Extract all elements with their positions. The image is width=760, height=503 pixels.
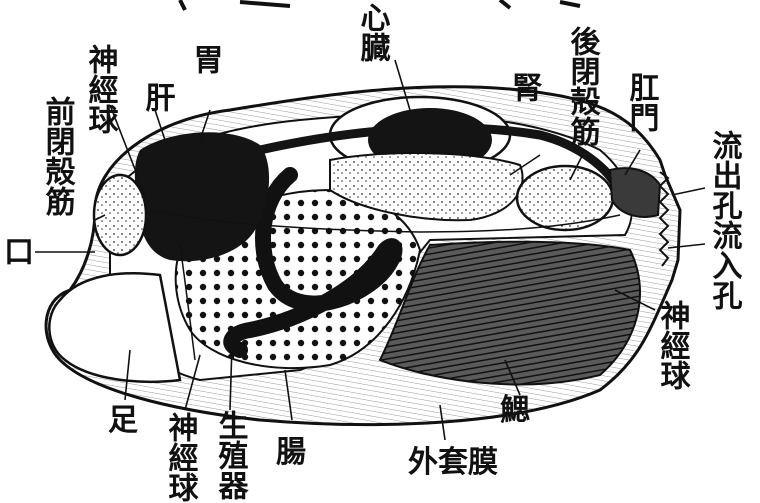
label-ganglion-lower: 神經球 — [163, 412, 199, 502]
label-anus: 肛門 — [624, 72, 660, 132]
label-intestine: 腸 — [276, 435, 306, 470]
label-mantle: 外套膜 — [408, 445, 498, 480]
label-ganglion-upper: 神經球 — [83, 44, 119, 134]
label-incurrent-siphon: 流入孔 — [707, 220, 743, 310]
label-mouth: 口 — [4, 235, 34, 270]
label-stomach: 胃 — [188, 44, 223, 74]
label-foot: 足 — [108, 403, 138, 438]
label-excurrent-siphon: 流出孔 — [707, 130, 743, 220]
label-posterior-adductor: 後閉殻筋 — [565, 26, 601, 147]
label-gill: 鰓 — [500, 393, 530, 428]
label-gonad: 生殖器 — [213, 410, 250, 500]
posterior-adductor — [517, 166, 613, 230]
label-anterior-adductor: 前閉殻筋 — [40, 96, 76, 217]
label-heart: 心臓 — [355, 2, 391, 63]
label-ganglion-right: 神經球 — [655, 300, 691, 390]
anterior-adductor — [94, 175, 146, 255]
label-liver: 肝 — [140, 82, 176, 113]
label-kidney: 腎 — [507, 72, 542, 102]
